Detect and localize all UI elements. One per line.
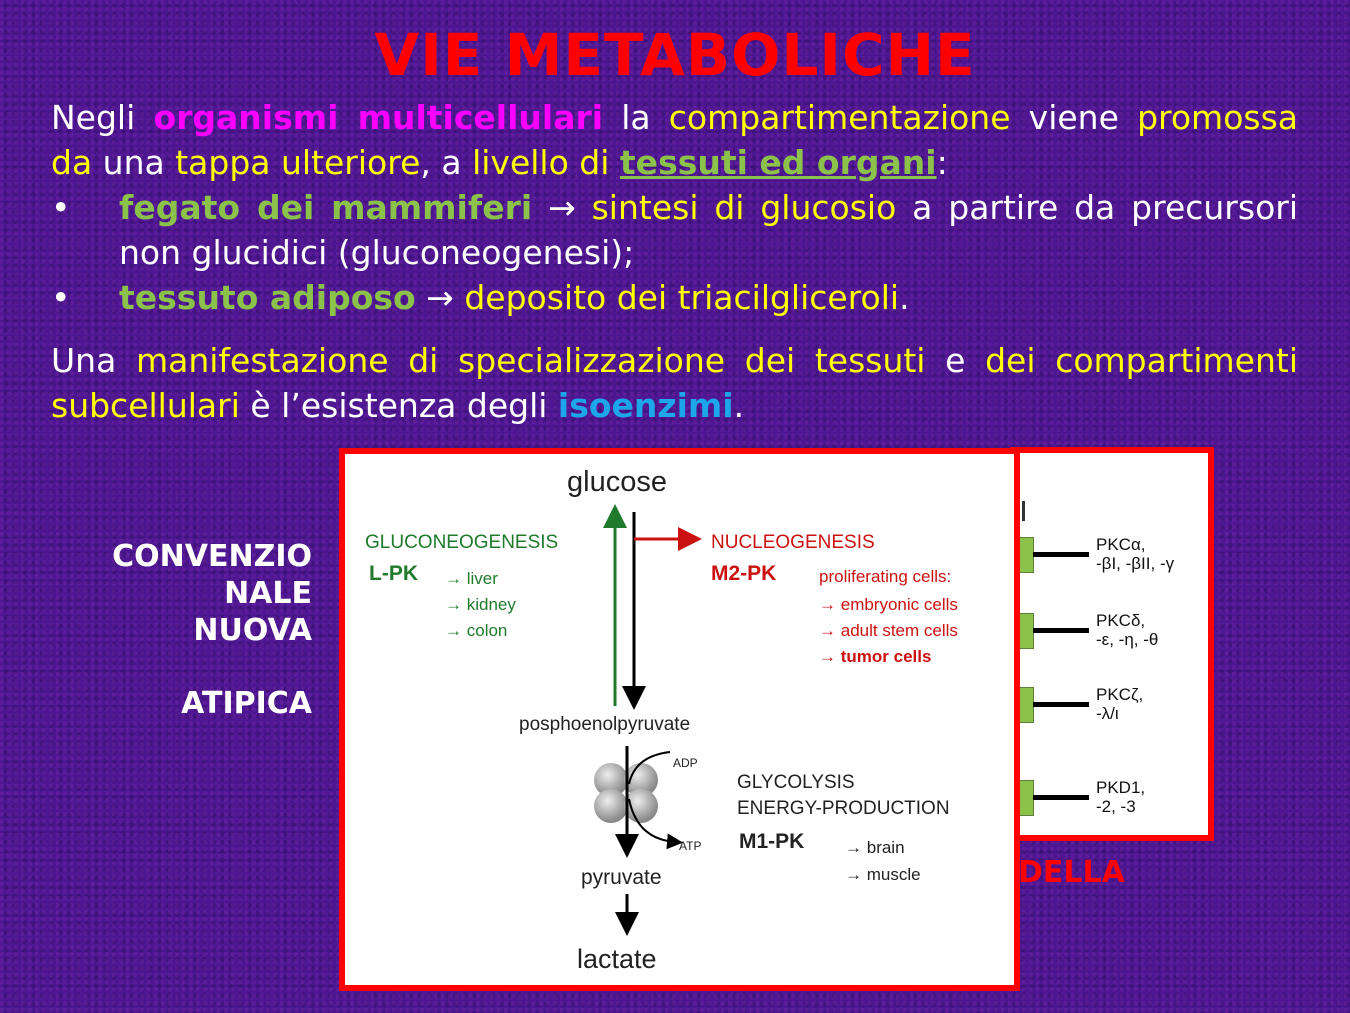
pkc-isoform-figure: PKCα, -βI, -βII, -γ PKCδ, -ε, -η, -θ PKC…: [1010, 447, 1214, 841]
text-segment: Una: [51, 341, 136, 380]
label-gluconeogenesis: GLUCONEOGENESIS: [365, 532, 559, 553]
text-segment: e: [925, 341, 986, 380]
arrow-icon: →: [415, 278, 465, 317]
label-glucose: glucose: [567, 466, 667, 498]
l-pk-tissue-list: → liver → kidney → colon: [445, 566, 516, 644]
highlight-promoted: promossa da: [51, 98, 1298, 182]
bullet-term: fegato dei mammiferi: [119, 188, 533, 227]
pyruvate-kinase-figure: glucose GLUCONEOGENESIS L-PK → liver → k…: [339, 448, 1020, 991]
domain-bar: [1033, 702, 1089, 707]
bullet-text: .: [899, 278, 910, 317]
pkc-label: PKCα, -βI, -βII, -γ: [1096, 535, 1175, 573]
label-nucleogenesis: NUCLEOGENESIS: [711, 532, 875, 553]
bullet-icon: •: [51, 188, 71, 227]
bullet-text: a partire da precursori non glucidici (g…: [119, 188, 1298, 272]
bullet-list: • fegato dei mammiferi → sintesi di gluco…: [51, 185, 1298, 320]
m1-pk-tissue-list: → brain → muscle: [845, 834, 921, 888]
tissue-liver: liver: [466, 569, 498, 588]
label-novel: NUOVA: [193, 613, 312, 648]
label-m1-pk: M1-PK: [739, 830, 805, 853]
label-energy-production: ENERGY-PRODUCTION: [737, 798, 950, 819]
pathway-arrows-icon: [594, 504, 702, 936]
tissue-kidney: kidney: [466, 595, 516, 614]
label-glycolysis: GLYCOLYSIS: [737, 772, 855, 793]
label-conventional-1: CONVENZIO: [112, 539, 312, 574]
domain-bar: [1033, 795, 1089, 800]
domain-box-icon: [1018, 613, 1034, 649]
partial-caption: DELLA: [1018, 855, 1125, 890]
tissue-tumor: tumor cells: [840, 647, 932, 666]
bullet-item-liver: • fegato dei mammiferi → sintesi di gluco…: [51, 185, 1298, 275]
bullet-term: tessuto adiposo: [119, 278, 416, 317]
arrow-icon: →: [819, 647, 836, 666]
label-l-pk: L-PK: [369, 562, 418, 585]
tissue-brain: brain: [866, 838, 905, 857]
pkc-label: PKCζ, -λ/ι: [1096, 685, 1144, 723]
m2-pk-tissue-list: → embryonic cells → adult stem cells → t…: [819, 592, 958, 670]
text-segment: la: [603, 98, 669, 137]
label-m2-pk: M2-PK: [711, 562, 777, 585]
bullet-highlight: sintesi di glucosio: [591, 188, 897, 227]
domain-box-icon: [1018, 687, 1034, 723]
highlight-level: livello di: [472, 143, 610, 182]
text-segment: Negli: [51, 98, 154, 137]
bullet-icon: •: [51, 278, 71, 317]
label-pyruvate: pyruvate: [581, 866, 662, 889]
arrow-icon: →: [819, 595, 836, 614]
domain-bar: [1033, 552, 1089, 557]
pkc-row-conventional: PKCα, -βI, -βII, -γ: [1016, 535, 1208, 577]
arrow-icon: →: [532, 188, 592, 227]
arrow-icon: →: [445, 595, 462, 614]
highlight-isoenzymes: isoenzimi: [557, 386, 734, 425]
text-segment: viene: [1010, 98, 1138, 137]
text-segment: è l’esistenza degli: [239, 386, 558, 425]
pkc-row-novel: PKCδ, -ε, -η, -θ: [1016, 611, 1208, 653]
arrow-icon: →: [819, 621, 836, 640]
pkc-row-pkd: PKD1, -2, -3: [1016, 778, 1208, 820]
domain-bar: [1033, 628, 1089, 633]
tissue-embryonic: embryonic cells: [840, 595, 958, 614]
highlight-specialization: manifestazione di specializzazione dei t…: [135, 341, 926, 380]
arrow-icon: →: [845, 838, 862, 857]
label-atp: ATP: [679, 839, 702, 853]
text-segment: .: [733, 386, 745, 425]
label-atypical: ATIPICA: [181, 686, 312, 721]
pkc-row-atypical: PKCζ, -λ/ι: [1016, 685, 1208, 727]
pkc-label: PKD1, -2, -3: [1096, 778, 1146, 816]
label-proliferating-cells: proliferating cells:: [819, 567, 952, 586]
label-adp: ADP: [673, 756, 698, 770]
label-conventional-2: NALE: [224, 576, 312, 611]
isoenzyme-paragraph: Una manifestazione di specializzazione d…: [51, 338, 1298, 428]
tissue-adult-stem: adult stem cells: [840, 621, 958, 640]
text-segment: :: [936, 143, 948, 182]
tissue-colon: colon: [466, 621, 508, 640]
pkc-label: PKCδ, -ε, -η, -θ: [1096, 611, 1159, 649]
highlight-multicellular: organismi multicellulari: [153, 98, 604, 137]
bullet-item-adipose: • tessuto adiposo → deposito dei triacilg…: [51, 275, 1298, 320]
highlight-subcellular: dei compartimenti subcellulari: [51, 341, 1298, 425]
domain-box-icon: [1018, 780, 1034, 816]
tissue-muscle: muscle: [866, 865, 921, 884]
intro-paragraph: Negli organismi multicellulari la compar…: [51, 95, 1298, 185]
highlight-compartment: compartimentazione: [668, 98, 1011, 137]
highlight-tissues-organs: tessuti ed organi: [619, 143, 937, 182]
domain-tick: [1022, 501, 1025, 521]
label-phosphoenolpyruvate: posphoenolpyruvate: [519, 714, 691, 735]
text-segment: [609, 143, 620, 182]
text-segment: una: [92, 143, 176, 182]
bullet-highlight: deposito dei triacilgliceroli: [464, 278, 900, 317]
arrow-icon: →: [445, 569, 462, 588]
arrow-icon: →: [845, 865, 862, 884]
slide-title: VIE METABOLICHE: [374, 21, 976, 89]
label-lactate: lactate: [577, 944, 657, 974]
domain-box-icon: [1018, 537, 1034, 573]
text-segment: , a: [420, 143, 473, 182]
arrow-icon: →: [445, 621, 462, 640]
pkc-class-labels: CONVENZIO NALE NUOVA ATIPICA: [60, 538, 312, 722]
highlight-step: tappa ulteriore: [175, 143, 421, 182]
